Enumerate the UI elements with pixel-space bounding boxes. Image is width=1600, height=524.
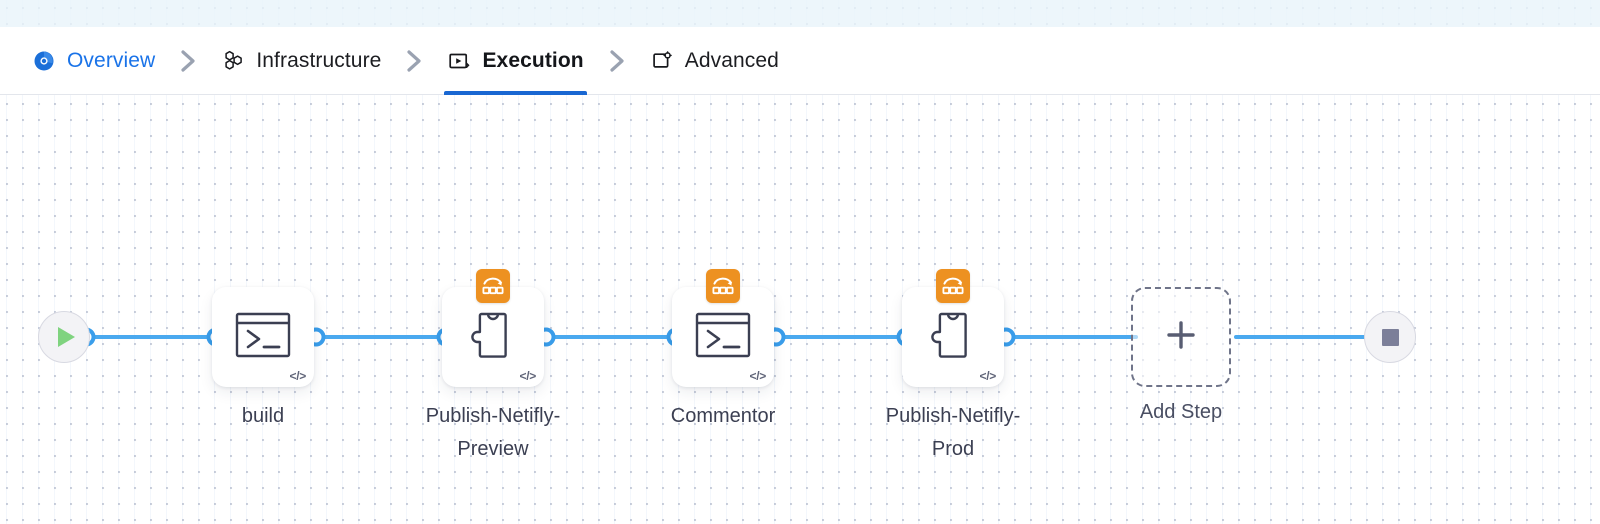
tab-infrastructure[interactable]: Infrastructure — [219, 27, 383, 95]
puzzle-icon — [467, 311, 519, 364]
add-step-button[interactable] — [1131, 287, 1231, 387]
step-label: Publish-Netifly- Prod — [885, 405, 1021, 460]
pipeline-step-build[interactable]: </> build — [168, 287, 358, 433]
tab-advanced[interactable]: Advanced — [648, 27, 781, 95]
chevron-right-icon-3 — [586, 47, 648, 75]
tab-advanced-label: Advanced — [684, 48, 779, 72]
tab-infrastructure-label: Infrastructure — [256, 48, 382, 72]
tab-overview-label: Overview — [67, 48, 156, 72]
plugin-retry-icon — [476, 269, 510, 303]
end-node[interactable] — [1364, 311, 1416, 363]
pipeline-step-publish-netifly-prod[interactable]: </> Publish-Netifly- Prod — [858, 269, 1048, 466]
step-card[interactable]: </> — [212, 287, 314, 387]
terminal-icon — [695, 312, 751, 363]
chevron-right-icon-1 — [157, 47, 219, 75]
tab-overview[interactable]: Overview — [30, 27, 157, 95]
code-badge: </> — [289, 369, 307, 383]
plugin-retry-icon — [936, 269, 970, 303]
canvas-top-tint — [0, 0, 1600, 27]
play-icon — [58, 327, 75, 347]
plugin-retry-icon — [706, 269, 740, 303]
stop-icon — [1381, 328, 1399, 346]
play-box-icon — [447, 49, 471, 73]
step-card[interactable]: </> — [902, 269, 1004, 387]
window-gear-icon — [650, 49, 674, 73]
step-label: build — [241, 405, 285, 427]
tab-execution[interactable]: Execution — [444, 27, 587, 95]
code-badge: </> — [749, 369, 767, 383]
overview-gauge-icon — [32, 49, 56, 73]
terminal-icon — [235, 312, 291, 363]
stage-tab-bar: Overview Infrastructure — [0, 27, 1600, 95]
pipeline-step-commentor[interactable]: </> Commentor — [628, 269, 818, 433]
pipeline-canvas[interactable]: </> build — [0, 95, 1600, 524]
code-badge: </> — [519, 369, 537, 383]
pipeline-step-publish-netifly-preview[interactable]: </> Publish-Netifly- Preview — [398, 269, 588, 466]
tab-execution-label: Execution — [482, 48, 584, 72]
step-card[interactable]: </> — [672, 269, 774, 387]
step-label: Commentor — [670, 405, 776, 427]
code-badge: </> — [979, 369, 997, 383]
add-step-node[interactable]: Add Step — [1086, 287, 1276, 429]
hexagon-cluster-icon — [221, 49, 245, 73]
add-step-label: Add Step — [1139, 401, 1223, 423]
puzzle-icon — [927, 311, 979, 364]
chevron-right-icon-2 — [383, 47, 445, 75]
step-card[interactable]: </> — [442, 269, 544, 387]
plus-icon — [1163, 317, 1199, 358]
start-node[interactable] — [38, 311, 90, 363]
step-label: Publish-Netifly- Preview — [425, 405, 561, 460]
